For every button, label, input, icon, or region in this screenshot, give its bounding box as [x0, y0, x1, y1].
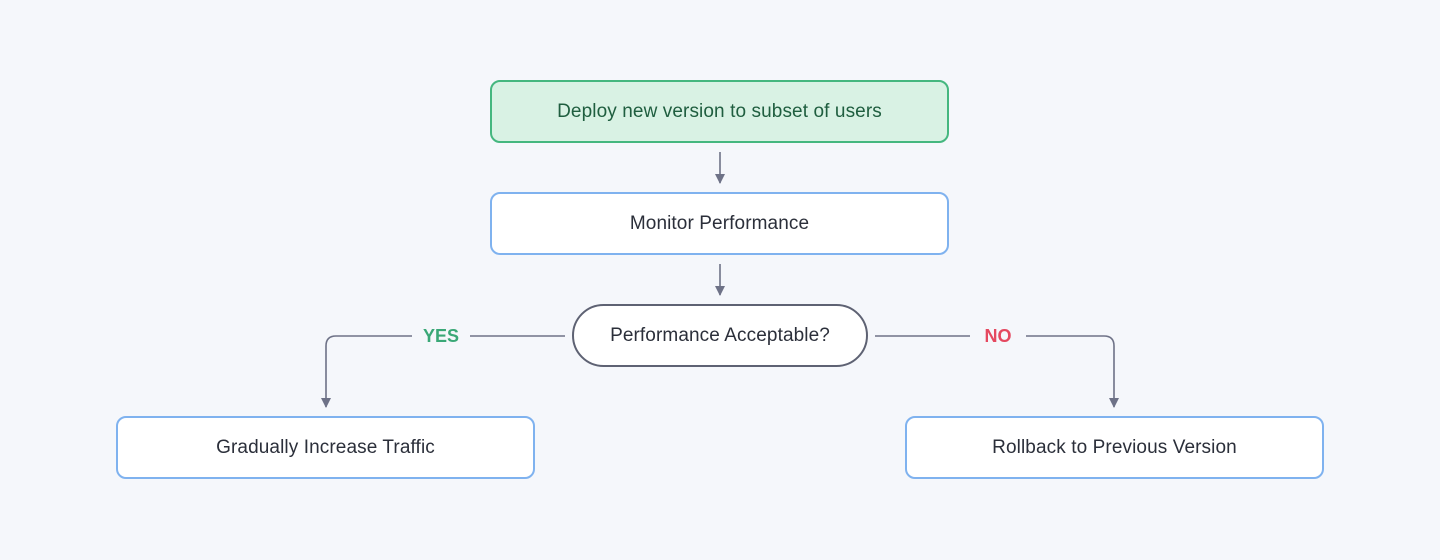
arrow-decision-to-rollback: [875, 335, 1114, 407]
node-deploy-subset-label: Deploy new version to subset of users: [557, 100, 882, 122]
arrow-decision-to-increase: [326, 335, 565, 407]
edge-label-no: NO: [984, 326, 1012, 346]
node-deploy-subset: Deploy new version to subset of users: [490, 80, 949, 143]
node-monitor-performance: Monitor Performance: [490, 192, 949, 255]
node-increase-label: Gradually Increase Traffic: [216, 436, 435, 458]
node-rollback-label: Rollback to Previous Version: [992, 436, 1237, 458]
node-monitor-performance-label: Monitor Performance: [629, 212, 810, 234]
edge-label-yes: YES: [422, 326, 460, 346]
node-decision-label: Performance Acceptable?: [610, 324, 830, 346]
node-decision-performance-acceptable: Performance Acceptable?: [572, 304, 868, 367]
node-gradually-increase-traffic: Gradually Increase Traffic: [116, 416, 535, 479]
node-rollback-previous-version: Rollback to Previous Version: [905, 416, 1324, 479]
